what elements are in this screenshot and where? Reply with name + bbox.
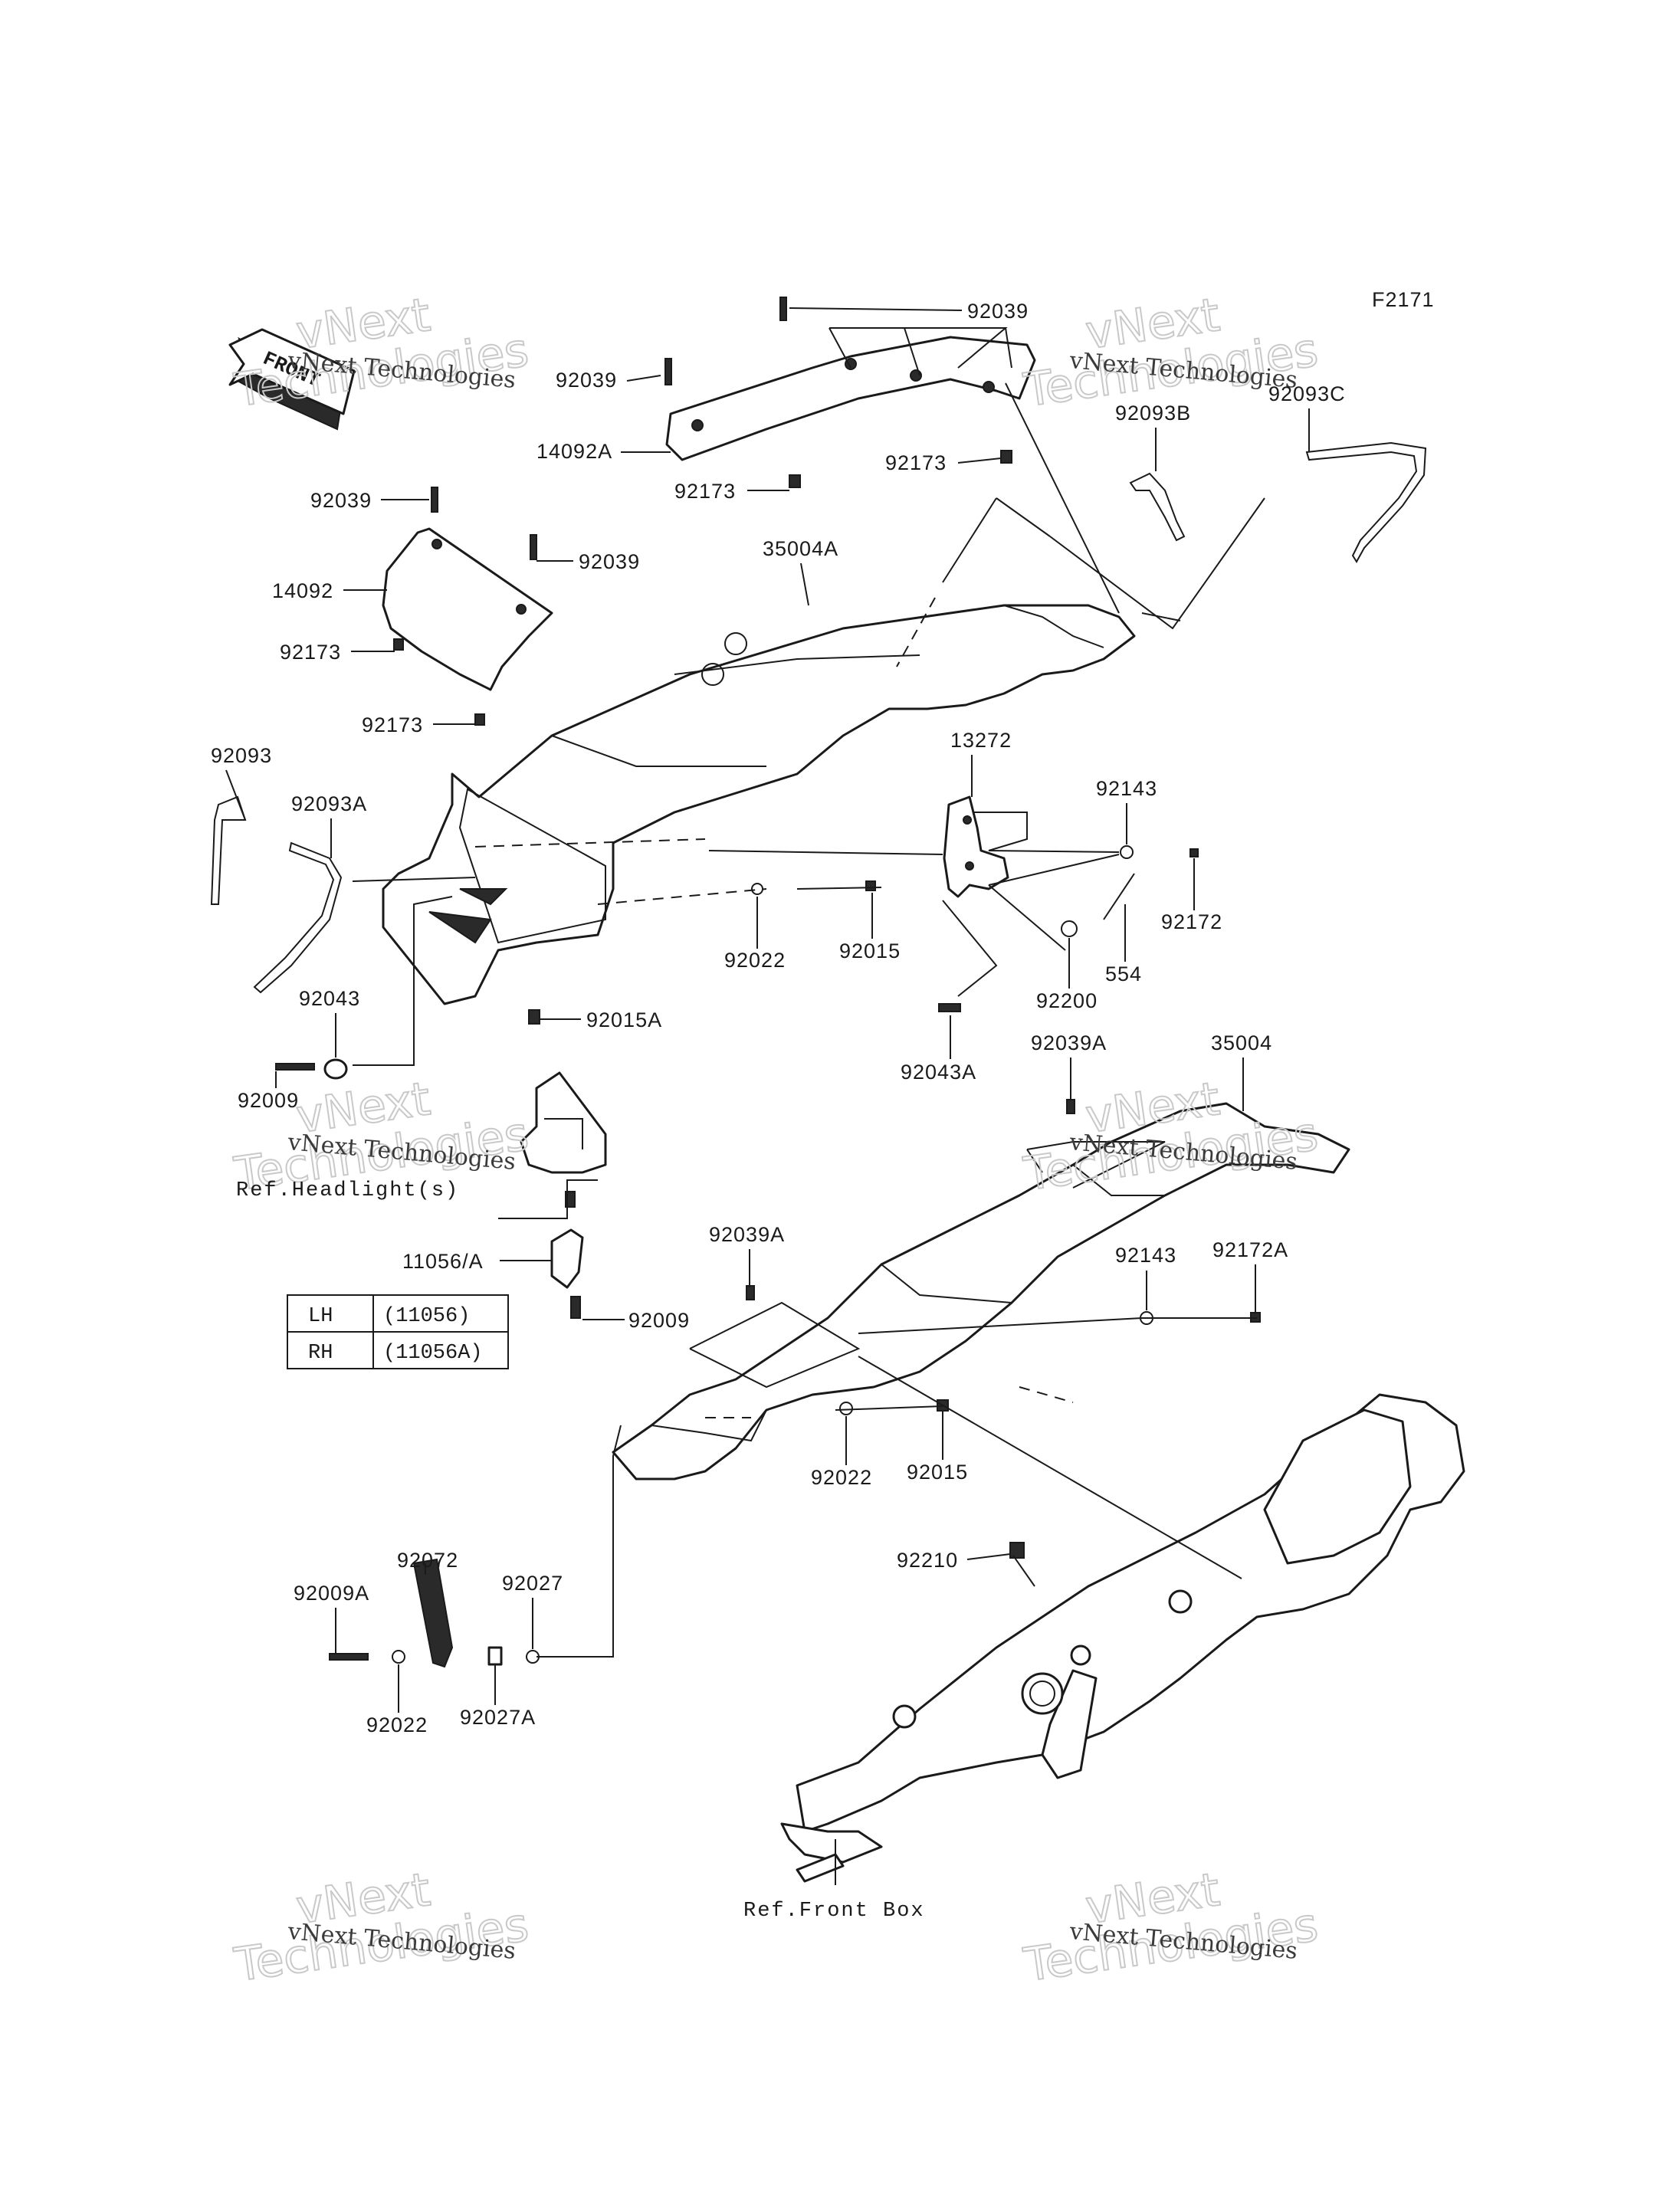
trim-92093 xyxy=(210,795,247,905)
table-part-rh: (11056A) xyxy=(383,1342,483,1365)
label-92009A: 92009A xyxy=(294,1582,369,1605)
assembly-lines xyxy=(352,327,1265,1885)
label-92027: 92027 xyxy=(502,1572,563,1595)
label-92039: 92039 xyxy=(967,300,1029,323)
alignment-lines xyxy=(474,597,1074,1418)
label-14092: 14092 xyxy=(272,579,333,602)
label-92172: 92172 xyxy=(1161,910,1222,933)
label-92093B: 92093B xyxy=(1115,402,1191,425)
part-labels: 92039 92039 14092A 92173 92173 92093B 92… xyxy=(211,300,1346,1923)
label-92015: 92015 xyxy=(839,939,901,962)
label-92173: 92173 xyxy=(885,451,947,474)
label-92173: 92173 xyxy=(362,713,423,736)
label-92172A: 92172A xyxy=(1212,1238,1288,1261)
label-92173: 92173 xyxy=(674,480,736,503)
trim-92093C xyxy=(1305,441,1427,563)
table-part-lh: (11056) xyxy=(383,1305,470,1328)
trim-92093B xyxy=(1129,472,1186,542)
label-92143: 92143 xyxy=(1115,1244,1176,1267)
label-92093A: 92093A xyxy=(291,792,367,815)
label-35004A: 35004A xyxy=(763,537,838,560)
watermark-6: vNext Technologies vNext Technologies xyxy=(1019,1862,1321,1993)
label-92039: 92039 xyxy=(556,369,617,392)
label-92072: 92072 xyxy=(397,1549,458,1572)
label-554: 554 xyxy=(1105,962,1142,985)
fasteners xyxy=(275,297,1261,1668)
label-92173: 92173 xyxy=(280,641,341,664)
label-92039: 92039 xyxy=(310,489,372,512)
upper-cowl-35004A xyxy=(382,604,1136,1005)
label-92143: 92143 xyxy=(1096,777,1157,800)
table-side-rh: RH xyxy=(308,1342,333,1365)
label-14092A: 14092A xyxy=(536,440,612,463)
label-92043A: 92043A xyxy=(901,1061,976,1084)
label-13272: 13272 xyxy=(950,729,1012,752)
headlight-bracket xyxy=(520,1071,607,1174)
label-92200: 92200 xyxy=(1036,989,1098,1012)
label-92039A: 92039A xyxy=(709,1223,785,1246)
figure-code: F2171 xyxy=(1372,288,1435,311)
label-35004: 35004 xyxy=(1211,1031,1272,1054)
label-92039: 92039 xyxy=(579,550,640,573)
front-direction-badge: FRONT xyxy=(228,328,356,431)
label-11056A: 11056/A xyxy=(402,1250,484,1273)
label-92093C: 92093C xyxy=(1268,382,1346,405)
label-92015: 92015 xyxy=(907,1461,968,1484)
label-92022: 92022 xyxy=(811,1466,872,1489)
label-92043: 92043 xyxy=(299,987,360,1010)
ref-front-box: Ref.Front Box xyxy=(743,1900,925,1923)
front-box-panel xyxy=(780,1393,1465,1883)
bracket-11056 xyxy=(550,1228,584,1289)
table-side-lh: LH xyxy=(308,1305,333,1328)
label-92027A: 92027A xyxy=(460,1706,536,1729)
label-92210: 92210 xyxy=(897,1549,958,1572)
under-cover-35004 xyxy=(612,1102,1350,1481)
bracket-13272 xyxy=(943,795,1009,898)
label-92009: 92009 xyxy=(238,1089,299,1112)
label-92039A: 92039A xyxy=(1031,1031,1107,1054)
side-cover-14092 xyxy=(382,527,553,691)
ref-headlight: Ref.Headlight(s) xyxy=(236,1179,459,1202)
side-table: LH (11056) RH (11056A) xyxy=(287,1294,509,1369)
label-92022: 92022 xyxy=(366,1713,428,1736)
trim-92093A xyxy=(253,841,343,994)
label-92022: 92022 xyxy=(724,949,786,972)
rear-cover-14092A xyxy=(665,336,1036,461)
label-92093: 92093 xyxy=(211,744,272,767)
watermark-5: vNext Technologies vNext Technologies xyxy=(230,1862,532,1993)
label-92015A: 92015A xyxy=(586,1008,662,1031)
label-92009: 92009 xyxy=(628,1309,690,1332)
